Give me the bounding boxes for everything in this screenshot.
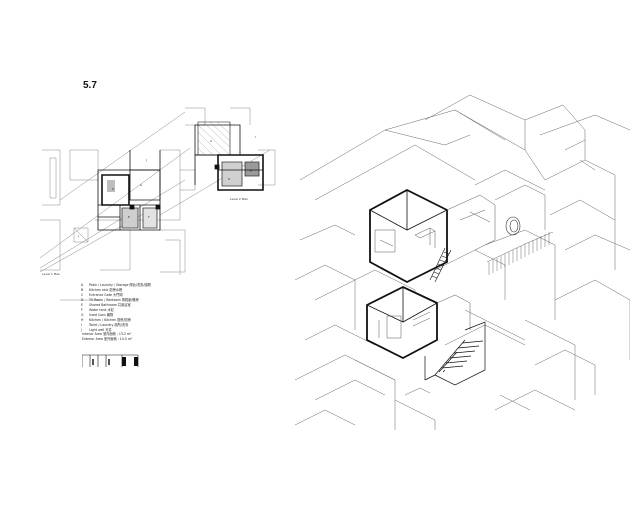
- level-2-label: Level 2 Plan: [230, 197, 249, 201]
- svg-text:A: A: [210, 139, 213, 143]
- legend-item: J Light well 天井: [81, 328, 201, 333]
- legend-item: C Entrance Gate 大門閘: [81, 293, 201, 298]
- legend-item: I Toilet / Laundry 廁所/洗衣: [81, 323, 201, 328]
- legend-key: B: [81, 288, 84, 292]
- svg-text:D: D: [112, 187, 115, 191]
- legend-text: TV Room / Bedroom 電視廳/睡房: [89, 298, 139, 302]
- legend-text: Patio / Laundry / Storage 陽台/洗衣/儲物: [89, 283, 151, 287]
- legend-item: H Kitchen / Kitchen 廚房/廚房: [81, 318, 201, 323]
- legend-item: E Shared Bathroom 共用浴室: [81, 303, 201, 308]
- page-number: 5.7: [83, 80, 97, 91]
- legend-item: G Used Cons 雜物: [81, 313, 201, 318]
- legend-key: E: [81, 303, 84, 307]
- level-1-plan: [98, 150, 160, 230]
- legend-text: Kitchen sink 廚房水槽: [89, 288, 123, 292]
- upper-room-box: [370, 190, 495, 282]
- area-summary: Interior Area 室內面積 : 13.2 m² Exterior Ar…: [82, 332, 202, 342]
- legend-text: Shared Bathroom 共用浴室: [89, 303, 131, 307]
- svg-text:E: E: [128, 215, 130, 219]
- lower-room-box: [367, 287, 470, 358]
- legend-text: Water tank 水缸: [89, 308, 114, 312]
- legend-text: Used Cons 雜物: [89, 313, 114, 317]
- svg-text:I: I: [255, 135, 256, 139]
- exterior-area: Exterior Area 室外面積 : 14.5 m²: [82, 337, 133, 341]
- legend-text: Kitchen / Kitchen 廚房/廚房: [89, 318, 131, 322]
- level-2-plan: [195, 122, 263, 190]
- interior-area: Interior Area 室內面積 : 13.2 m²: [82, 332, 132, 336]
- legend-key: I: [81, 323, 82, 327]
- legend-key: G: [81, 313, 84, 317]
- svg-text:F: F: [148, 215, 150, 219]
- fence-hatching: [487, 232, 553, 275]
- legend-text: Toilet / Laundry 廁所/洗衣: [89, 323, 129, 327]
- svg-text:J: J: [145, 158, 147, 162]
- legend-key: J: [81, 328, 82, 332]
- legend-key: C: [81, 293, 84, 297]
- legend-key: H: [81, 318, 84, 322]
- legend-key: D: [81, 298, 84, 302]
- legend-key: F: [81, 308, 83, 312]
- svg-text:A: A: [140, 183, 143, 187]
- svg-text:H: H: [250, 169, 252, 173]
- legend-text: Entrance Gate 大門閘: [89, 293, 123, 297]
- scale-bar: [82, 345, 142, 373]
- ladder: [430, 248, 451, 282]
- legend-item: B Kitchen sink 廚房水槽: [81, 288, 201, 293]
- lower-stair: [425, 322, 485, 385]
- svg-text:J: J: [77, 234, 79, 238]
- legend-text: Light well 天井: [89, 328, 112, 332]
- svg-text:D: D: [228, 177, 231, 181]
- axonometric-drawing: [295, 0, 630, 508]
- legend-key: A: [81, 283, 84, 287]
- legend: A Patio / Laundry / Storage 陽台/洗衣/儲物 B Kit…: [81, 283, 201, 333]
- legend-item: F Water tank 水缸: [81, 308, 201, 313]
- legend-item: D TV Room / Bedroom 電視廳/睡房: [81, 298, 201, 303]
- water-tank: [505, 216, 521, 236]
- legend-item: A Patio / Laundry / Storage 陽台/洗衣/儲物: [81, 283, 201, 288]
- level-1-label: Level 1 Plan: [42, 272, 61, 276]
